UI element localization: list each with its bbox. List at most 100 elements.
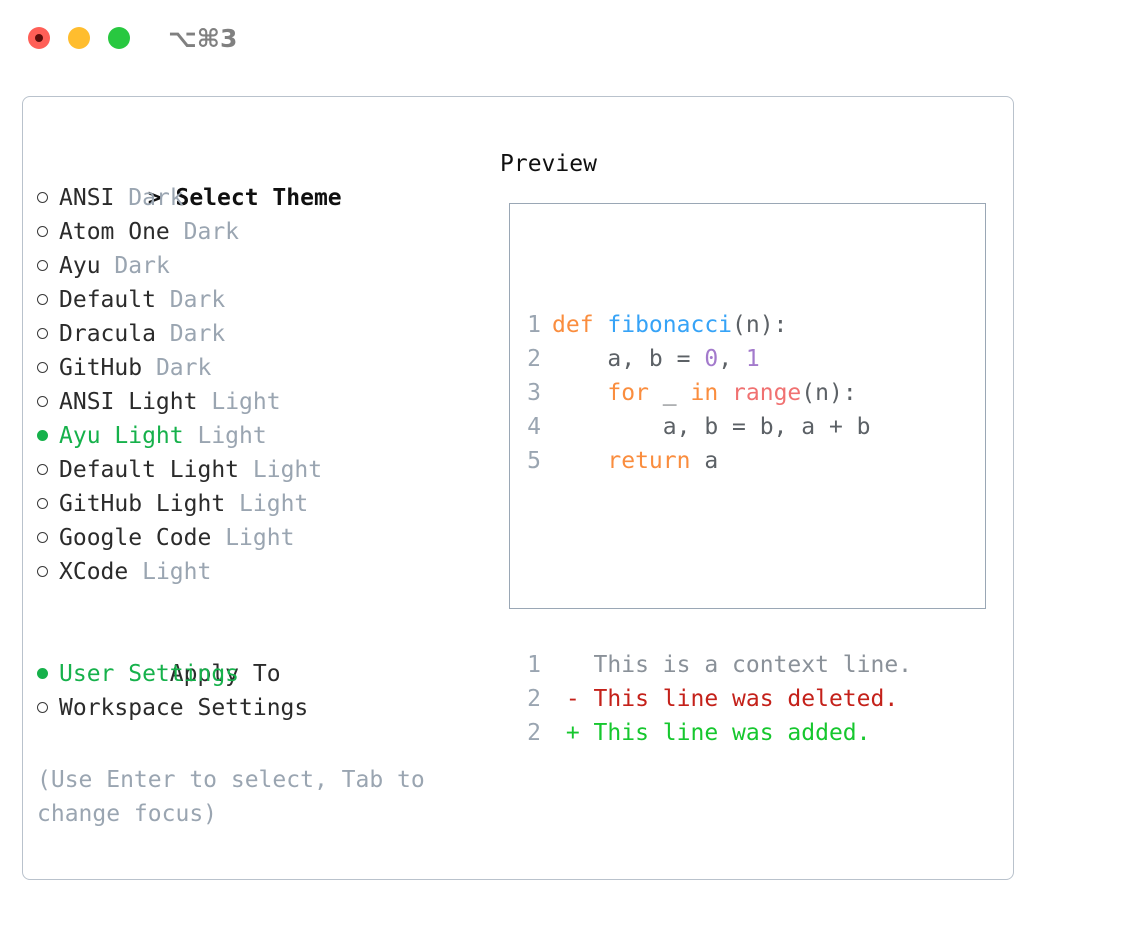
theme-option-label: Google Code (59, 525, 212, 551)
close-button[interactable] (28, 27, 50, 49)
theme-variant-tag: Light (239, 491, 309, 517)
theme-variant-tag: Dark (128, 185, 184, 211)
diff-line-text: - This line was deleted. (552, 686, 899, 712)
radio-unselected-icon[interactable] (37, 255, 59, 278)
code-token: return (607, 448, 691, 474)
label-tag-space (128, 559, 142, 585)
theme-variant-tag: Dark (155, 355, 212, 381)
apply-to-option-label: Workspace Settings (59, 695, 309, 721)
theme-variant-tag: Light (142, 559, 212, 585)
code-token: fibonacci (607, 312, 733, 338)
theme-option-label: Default Light (59, 457, 240, 483)
radio-selected-icon[interactable] (37, 425, 59, 448)
code-token: def (552, 312, 608, 338)
title-bar: ⌥⌘3 (0, 0, 1140, 76)
label-tag-space (184, 423, 198, 449)
radio-unselected-icon[interactable] (37, 493, 59, 516)
line-number: 5 (527, 448, 541, 474)
label-tag-space (156, 287, 170, 313)
theme-option-label: ANSI (59, 185, 115, 211)
theme-option-row[interactable]: Ayu Light Light (37, 419, 467, 453)
radio-selected-icon[interactable] (37, 663, 59, 686)
theme-option-row[interactable]: Atom One Dark (37, 215, 467, 249)
apply-to-heading: Apply To (37, 623, 467, 687)
radio-unselected-icon[interactable] (37, 561, 59, 584)
line-number: 1 (527, 312, 541, 338)
maximize-button[interactable] (108, 27, 130, 49)
code-line: 1 def fibonacci(n): (527, 308, 912, 342)
theme-variant-tag: Light (197, 423, 267, 449)
theme-option-row[interactable]: GitHub Dark (37, 351, 467, 385)
theme-variant-tag: Dark (169, 321, 226, 347)
theme-variant-tag: Dark (183, 219, 240, 245)
theme-option-row[interactable]: GitHub Light Light (37, 487, 467, 521)
code-token (552, 380, 607, 406)
theme-option-row[interactable]: ANSI Light Light (37, 385, 467, 419)
theme-option-row[interactable]: Default Light Light (37, 453, 467, 487)
code-token: a (690, 448, 719, 474)
radio-unselected-icon[interactable] (37, 187, 59, 210)
code-line: 4 a, b = b, a + b (527, 410, 912, 444)
label-tag-space (101, 253, 115, 279)
code-token: 0 (704, 346, 719, 372)
theme-option-label: ANSI Light (59, 389, 198, 415)
theme-option-row[interactable]: Default Dark (37, 283, 467, 317)
apply-to-option-row[interactable]: User Settings (37, 657, 467, 691)
theme-option-row[interactable]: Dracula Dark (37, 317, 467, 351)
code-token: 1 (745, 346, 760, 372)
label-tag-space (225, 491, 239, 517)
radio-unselected-icon[interactable] (37, 323, 59, 346)
radio-unselected-icon[interactable] (37, 459, 59, 482)
label-tag-space (114, 185, 128, 211)
code-line: 2 a, b = 0, 1 (527, 342, 912, 376)
code-token (718, 380, 732, 406)
radio-unselected-icon[interactable] (37, 357, 59, 380)
apply-to-option-row[interactable]: Workspace Settings (37, 691, 467, 725)
code-line: 3 for _ in range(n): (527, 376, 912, 410)
radio-unselected-icon[interactable] (37, 221, 59, 244)
apply-to-heading-text: Apply To (169, 661, 281, 687)
line-number: 4 (527, 414, 541, 440)
label-tag-space (142, 355, 156, 381)
radio-unselected-icon[interactable] (37, 527, 59, 550)
theme-variant-tag: Light (211, 389, 281, 415)
preview-heading: Preview (500, 151, 597, 177)
diff-line: 2 - This line was deleted. (527, 682, 912, 716)
label-tag-space (156, 321, 170, 347)
theme-option-row[interactable]: ANSI Dark (37, 181, 467, 215)
minimize-button[interactable] (68, 27, 90, 49)
code-token: (n): (732, 312, 788, 338)
select-theme-heading: > Select Theme (37, 147, 467, 211)
code-token: (n): (801, 380, 857, 406)
line-number: 2 (527, 686, 541, 712)
keyboard-hint-text: (Use Enter to select, Tab to change focu… (37, 767, 425, 827)
diff-line: 1 This is a context line. (527, 648, 912, 682)
theme-option-label: XCode (59, 559, 129, 585)
line-number: 3 (527, 380, 541, 406)
radio-unselected-icon[interactable] (37, 289, 59, 312)
theme-variant-tag: Light (225, 525, 295, 551)
theme-variant-tag: Dark (114, 253, 170, 279)
label-tag-space (197, 389, 211, 415)
select-theme-heading-text: > Select Theme (147, 185, 342, 211)
theme-option-row[interactable]: Google Code Light (37, 521, 467, 555)
theme-option-row[interactable]: Ayu Dark (37, 249, 467, 283)
code-token: , (718, 346, 746, 372)
theme-option-label: GitHub Light (59, 491, 226, 517)
theme-option-label: GitHub (59, 355, 143, 381)
diff-block: 1 This is a context line.2 - This line w… (527, 648, 912, 750)
code-token: a, b = b, a + b (552, 414, 871, 440)
list-spacer (37, 589, 467, 623)
theme-option-row[interactable]: XCode Light (37, 555, 467, 589)
radio-unselected-icon[interactable] (37, 391, 59, 414)
label-tag-space (239, 457, 253, 483)
line-number: 2 (527, 346, 541, 372)
theme-option-label: Atom One (59, 219, 170, 245)
radio-unselected-icon[interactable] (37, 697, 59, 720)
